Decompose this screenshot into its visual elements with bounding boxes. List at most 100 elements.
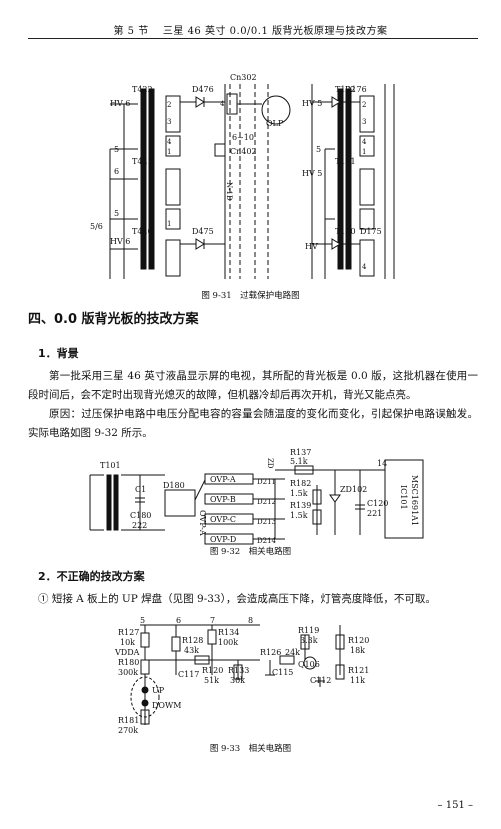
figure2-caption: 图 9-32 相关电路图 <box>209 547 292 557</box>
label-r128: R128 <box>182 636 203 645</box>
label-ic: IC101 <box>399 485 408 510</box>
label-p56: 5/6 <box>90 222 103 231</box>
label-n5c: 5 <box>316 145 321 154</box>
label-r119: R119 <box>298 626 319 635</box>
header-section: 第 5 节 <box>113 26 149 37</box>
label-d175: D175 <box>360 227 382 236</box>
label-np4: 4 <box>362 138 367 146</box>
paragraph-1: 第一批采用三星 46 英寸液晶显示屏的电视，其所配的背光板是 0.0 版，这批机… <box>28 370 478 401</box>
paragraph-2: 原因：过压保护电路中电压分配电容的容量会随温度的变化而变化，引起保护电路误触发。… <box>28 408 478 439</box>
label-r182v: 1.5k <box>290 489 308 498</box>
label-np3: 3 <box>362 118 366 126</box>
figure1-caption: 图 9-31 过载保护电路图 <box>201 291 300 301</box>
label-r120av: 51k <box>204 676 219 685</box>
subsection-incorrect-fix: 2．不正确的技改方案 <box>38 570 145 583</box>
label-ic2: MSC1691A1 <box>410 475 419 526</box>
label-zd: ZD <box>266 458 274 469</box>
label-r139v: 1.5k <box>290 511 308 520</box>
ovp-circuit-diagram: T101 C1 D180 C180 222 OVP-A OVP-B OVP-C … <box>89 448 424 545</box>
label-r126v: 24k <box>285 648 300 657</box>
label-r182: R182 <box>290 479 311 488</box>
label-n6: 6 <box>114 167 119 176</box>
label-up: UP <box>152 686 165 695</box>
figure3-caption: 图 9-33 相关电路图 <box>209 744 292 754</box>
label-r121: R121 <box>348 666 369 675</box>
label-t120: T120 <box>335 227 356 236</box>
label-n8: 8 <box>248 616 253 625</box>
label-r120a: R120 <box>202 666 223 675</box>
label-r120b: R120 <box>348 636 369 645</box>
label-d212: D212 <box>257 498 276 506</box>
label-t421: T421 <box>132 157 153 166</box>
label-d475: D475 <box>192 227 214 236</box>
up-down-circuit-diagram: 5 6 7 8 R127 10k VDDA R180 300k R128 43k… <box>114 616 369 735</box>
label-c120: C120 <box>367 499 388 508</box>
label-r180: R180 <box>118 658 139 667</box>
label-n5a: 5 <box>114 145 119 154</box>
label-vdda: VDDA <box>114 648 140 657</box>
label-r127: R127 <box>118 628 139 637</box>
label-r121v: 11k <box>350 676 365 685</box>
label-n2a: 2 <box>167 101 171 109</box>
label-t122: T122 <box>335 85 356 94</box>
label-n1b: 1 <box>167 220 171 228</box>
label-c1: C1 <box>135 485 146 494</box>
label-r139: R139 <box>290 501 311 510</box>
label-hv6b: HV 6 <box>110 237 130 246</box>
label-cn402: Cn402 <box>230 147 257 156</box>
label-zd102: ZD102 <box>340 485 367 494</box>
label-r133: R133 <box>228 666 249 675</box>
label-pin14: 14 <box>377 459 387 468</box>
label-c180: C180 <box>130 511 151 520</box>
label-vtext: N-1D <box>225 182 233 201</box>
label-n4a: 4 <box>220 100 225 108</box>
figure-9-32: T101 C1 D180 C180 222 OVP-A OVP-B OVP-C … <box>85 440 430 545</box>
subsection-background: 1．背景 <box>38 347 79 360</box>
label-ovpa: OVP-A <box>210 475 236 484</box>
label-down: DOWM <box>152 701 181 710</box>
label-t101: T101 <box>100 461 121 470</box>
label-ovpv: OVP-A <box>198 510 207 536</box>
label-np1: 1 <box>362 148 366 156</box>
label-c112: C112 <box>310 676 331 685</box>
label-d176: D176 <box>345 85 367 94</box>
label-r134v: 100k <box>218 638 238 647</box>
label-d180: D180 <box>163 481 185 490</box>
label-n3a: 3 <box>167 118 171 126</box>
label-c115: C115 <box>272 668 293 677</box>
label-t121: T121 <box>335 157 356 166</box>
label-r137v: 5.1k <box>290 457 308 466</box>
running-header: 第 5 节 三星 46 英寸 0.0/0.1 版背光板原理与技改方案 <box>0 22 501 37</box>
label-t422: T422 <box>132 85 153 94</box>
label-ovpb: OVP-B <box>210 495 236 504</box>
label-ovpd: OVP-D <box>210 535 236 544</box>
label-cn302: Cn302 <box>230 73 257 82</box>
label-n5: 5 <box>140 616 145 625</box>
label-r127v: 10k <box>120 638 135 647</box>
header-title: 三星 46 英寸 0.0/0.1 版背光板原理与技改方案 <box>162 26 388 37</box>
figure-9-33: 5 6 7 8 R127 10k VDDA R180 300k R128 43k… <box>110 615 390 740</box>
label-hv5b: HV 5 <box>302 169 322 178</box>
label-d213: D213 <box>257 518 276 526</box>
label-n1a: 1 <box>167 148 171 156</box>
label-r181v: 270k <box>118 726 138 735</box>
label-n6: 6 <box>176 616 181 625</box>
label-r126: R126 <box>260 648 281 657</box>
label-r134: R134 <box>218 628 239 637</box>
label-r128v: 43k <box>184 646 199 655</box>
label-r137: R137 <box>290 448 311 457</box>
label-r133v: 30k <box>230 676 245 685</box>
label-c180v: 222 <box>132 521 147 530</box>
figure-9-31: T422 T421 T420 T122 T121 T120 D476 D475 … <box>80 44 420 289</box>
label-np5: 4 <box>362 263 367 271</box>
page-number: – 151 – <box>437 800 473 811</box>
label-range: 6~10 <box>232 133 254 142</box>
label-hv6a: HV 6 <box>110 99 130 108</box>
label-ovpc: OVP-C <box>210 515 236 524</box>
section-heading: 四、0.0 版背光板的技改方案 <box>28 312 199 327</box>
label-r120bv: 18k <box>350 646 365 655</box>
label-t420: T420 <box>132 227 153 236</box>
label-np2: 2 <box>362 101 366 109</box>
label-olp: OLP <box>266 119 284 128</box>
label-c117: C117 <box>178 670 199 679</box>
